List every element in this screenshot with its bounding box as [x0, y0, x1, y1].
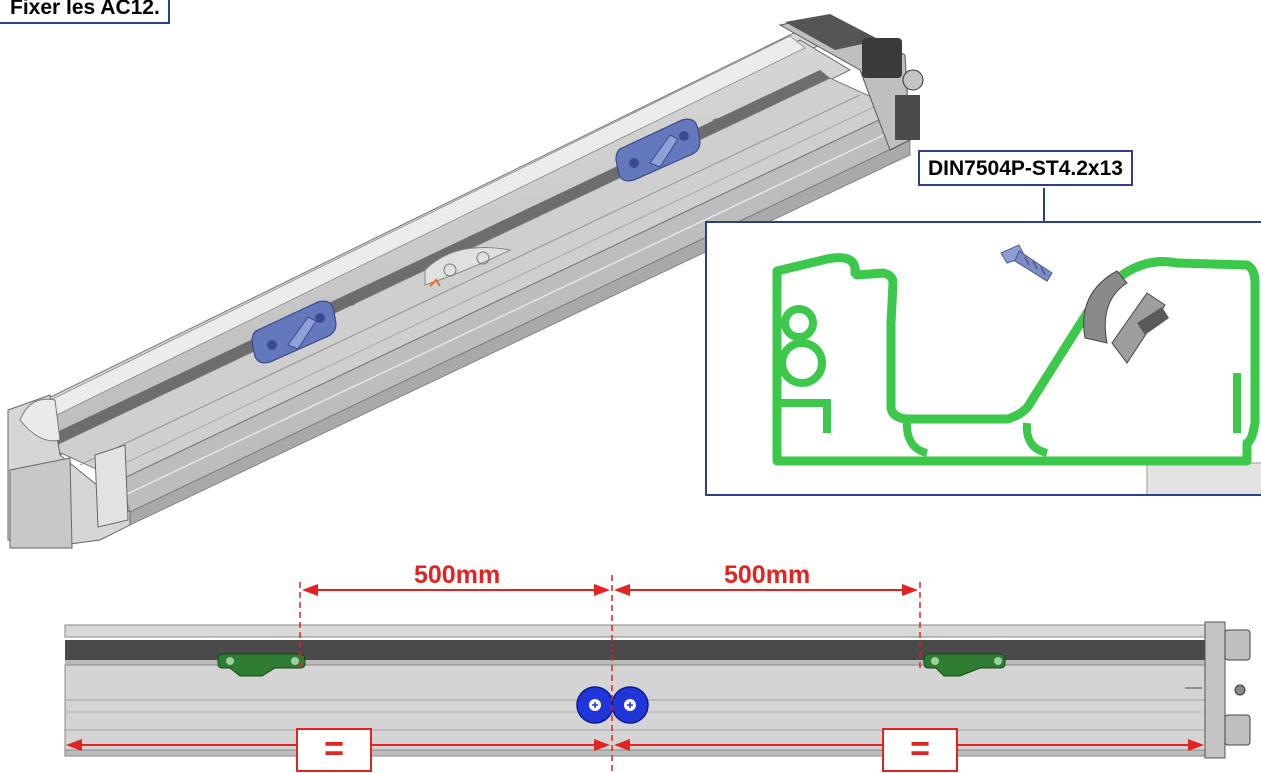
screw-reference-label: DIN7504P-ST4.2x13 — [918, 150, 1133, 186]
equal-mark-right: = — [882, 728, 958, 772]
dimension-right-label: 500mm — [724, 561, 811, 589]
instruction-title: Fixer les AC12. — [0, 0, 170, 24]
dimension-left-label: 500mm — [414, 561, 501, 589]
bracket-icon — [615, 118, 701, 182]
screw-icon — [348, 118, 720, 306]
clip-icon — [923, 653, 1006, 677]
detail-inset — [705, 221, 1261, 496]
bracket-icon — [251, 300, 337, 364]
screw-icon — [1000, 244, 1053, 282]
top-view-profile — [64, 621, 1251, 759]
profile-section-drawing — [772, 244, 1261, 494]
equal-mark-left: = — [296, 728, 372, 772]
clip-icon — [217, 653, 306, 677]
connector-icon — [576, 686, 649, 724]
